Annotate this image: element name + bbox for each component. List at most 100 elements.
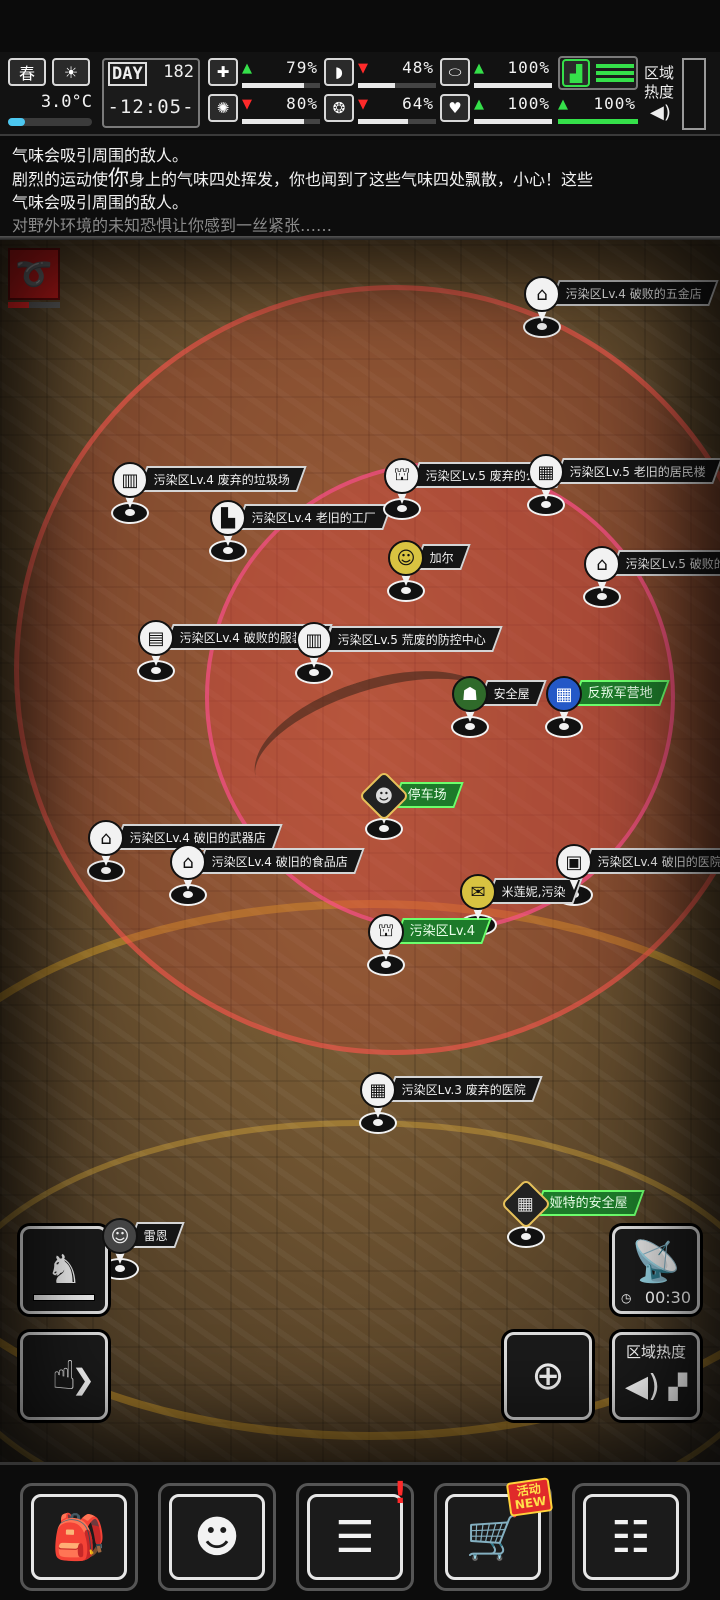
stat-thirst-value: 64% — [402, 94, 434, 113]
stat-mood-bar — [242, 119, 320, 124]
stat-heart-value: 100% — [507, 94, 550, 113]
building-icon: ▥ — [296, 622, 332, 658]
stat-mood-value: 80% — [286, 94, 318, 113]
temperature-bar-fill — [8, 118, 25, 126]
status-bar: 春 ☀ 3.0°C DAY 182 -12:05- ✚ ▲ 79% ✺ ▼ 80… — [0, 52, 720, 136]
log-line: 对野外环境的未知恐惧让你感到一丝紧张…… — [12, 216, 333, 235]
brain-icon: ✺ — [208, 94, 238, 122]
horse-icon: ♞ — [46, 1247, 82, 1293]
pin-label: 污染区Lv.4 破旧的医院 — [581, 848, 720, 874]
backpack-button[interactable]: 🎒 — [20, 1483, 138, 1591]
backpack-icon: 🎒 — [31, 1494, 127, 1580]
dice-icon: ▞ — [668, 1373, 687, 1401]
water-drop-icon: ❂ — [324, 94, 354, 122]
pin-label: 污染区Lv.4 破旧的食品店 — [195, 848, 365, 874]
message-log[interactable]: 气味会吸引周围的敌人。 剧烈的运动使你身上的气味四处挥发，你也闻到了这些气味四处… — [0, 140, 720, 236]
trend-down-icon: ▼ — [358, 61, 368, 76]
stat-stamina-value: 100% — [507, 58, 550, 77]
npc-portrait-icon: ☺ — [388, 540, 424, 576]
stat-hunger-bar — [358, 83, 436, 88]
stat-heart-bar — [474, 119, 552, 124]
day-label: DAY — [108, 62, 147, 86]
log-line: 气味会吸引周围的敌人。 — [12, 146, 189, 165]
skills-button[interactable]: ☻ — [158, 1483, 276, 1591]
world-map[interactable]: ➰ ⌂污染区Lv.4 破败的五金店 ▥污染区Lv.4 废弃的垃圾场 ▙污染区Lv… — [0, 240, 720, 1462]
factory-icon: ▙ — [210, 500, 246, 536]
stat-leg-value: 100% — [593, 94, 636, 113]
radar-timer: 00:30 — [644, 1288, 691, 1307]
radar-button[interactable]: 📡 ◷ 00:30 — [612, 1226, 700, 1314]
area-heat-label: 区域热度 — [644, 64, 675, 101]
map-file-button[interactable]: ⊕ — [504, 1332, 592, 1420]
pin-label: 污染区Lv.5 破败的 — [609, 550, 720, 576]
scent-indicator-bar — [8, 302, 60, 308]
stat-hunger-fill — [358, 83, 396, 88]
menu-list-icon: ☷ — [583, 1494, 679, 1580]
stat-health-value: 79% — [286, 58, 318, 77]
journal-button[interactable]: ☰ ! — [296, 1476, 414, 1591]
heart-icon: ♥ — [440, 94, 470, 122]
stat-hunger-value: 48% — [402, 58, 434, 77]
pin-label: 米莲妮,污染 — [485, 878, 583, 904]
area-heat-button-label: 区域热度 — [625, 1343, 686, 1361]
clinic-icon: ▣ — [556, 844, 592, 880]
stomach-icon: ◗ — [324, 58, 354, 86]
hospital-icon: ▦ — [360, 1072, 396, 1108]
stat-thirst-bar — [358, 119, 436, 124]
log-text-emphasis: 你 — [108, 166, 130, 190]
season-label: 春 — [18, 64, 35, 83]
log-separator — [0, 236, 720, 240]
trend-down-icon: ▼ — [242, 97, 252, 112]
alert-badge-icon: ! — [393, 1476, 407, 1511]
store-icon: ⌂ — [88, 820, 124, 856]
stat-health-fill — [242, 83, 304, 88]
season-badge: 春 — [8, 58, 46, 86]
stat-leg: ▲ 100% — [558, 94, 638, 124]
stat-mood: ✺ ▼ 80% — [208, 94, 320, 124]
day-clock-panel: DAY 182 -12:05- — [102, 58, 200, 128]
temperature-value: 3.0°C — [40, 92, 92, 112]
log-line: 气味会吸引周围的敌人。 — [12, 193, 189, 212]
area-heat-button[interactable]: 区域热度 ◀) ▞ — [612, 1332, 700, 1420]
pin-label: 反叛军营地 — [571, 680, 670, 706]
pin-label: 污染区Lv.3 废弃的医院 — [385, 1076, 543, 1102]
park-icon: ⛫ — [368, 914, 404, 950]
park-icon: ⛫ — [384, 458, 420, 494]
store-icon: ⌂ — [584, 546, 620, 582]
trend-down-icon: ▼ — [358, 97, 368, 112]
log-text: 剧烈的运动使 — [12, 170, 109, 189]
store-icon: ⌂ — [170, 844, 206, 880]
scent-indicator-icon[interactable]: ➰ — [8, 248, 60, 300]
pin-label: 娅特的安全屋 — [533, 1190, 645, 1216]
pin-label: 污染区Lv.5 老旧的居民楼 — [553, 458, 720, 484]
stat-health: ✚ ▲ 79% — [208, 58, 320, 88]
location-folder-icon: ⊕ — [531, 1353, 565, 1399]
sun-icon: ☀ — [52, 58, 90, 86]
store-icon: ▤ — [138, 620, 174, 656]
pill-icon: ⬭ — [440, 58, 470, 86]
leg-status-panel: ▟ — [558, 56, 638, 90]
stat-stamina-fill — [474, 83, 552, 88]
stat-thirst-fill — [358, 119, 408, 124]
notebook-icon: ☰ — [307, 1494, 403, 1580]
move-button[interactable]: ☝ ❯ — [20, 1332, 108, 1420]
stat-heart-fill — [474, 119, 552, 124]
brain-head-icon: ☻ — [169, 1494, 265, 1580]
speaker-icon: ◀) — [625, 1369, 660, 1404]
stat-hunger: ◗ ▼ 48% — [324, 58, 436, 88]
safe-house-icon: ☗ — [452, 676, 488, 712]
menu-button[interactable]: ☷ — [572, 1483, 690, 1591]
clock-time: -12:05- — [107, 96, 195, 118]
boot-icon: ▟ — [562, 59, 590, 87]
pin-label: 污染区Lv.4 — [393, 918, 493, 944]
trend-up-icon: ▲ — [242, 61, 252, 76]
badge-text: NEW — [513, 1493, 547, 1513]
apartment-icon: ▦ — [528, 454, 564, 490]
stat-stamina-bar — [474, 83, 552, 88]
area-heat-meter[interactable] — [682, 58, 706, 130]
pin-label: 污染区Lv.4 废弃的垃圾场 — [137, 466, 307, 492]
mount-button[interactable]: ♞ — [20, 1226, 108, 1314]
